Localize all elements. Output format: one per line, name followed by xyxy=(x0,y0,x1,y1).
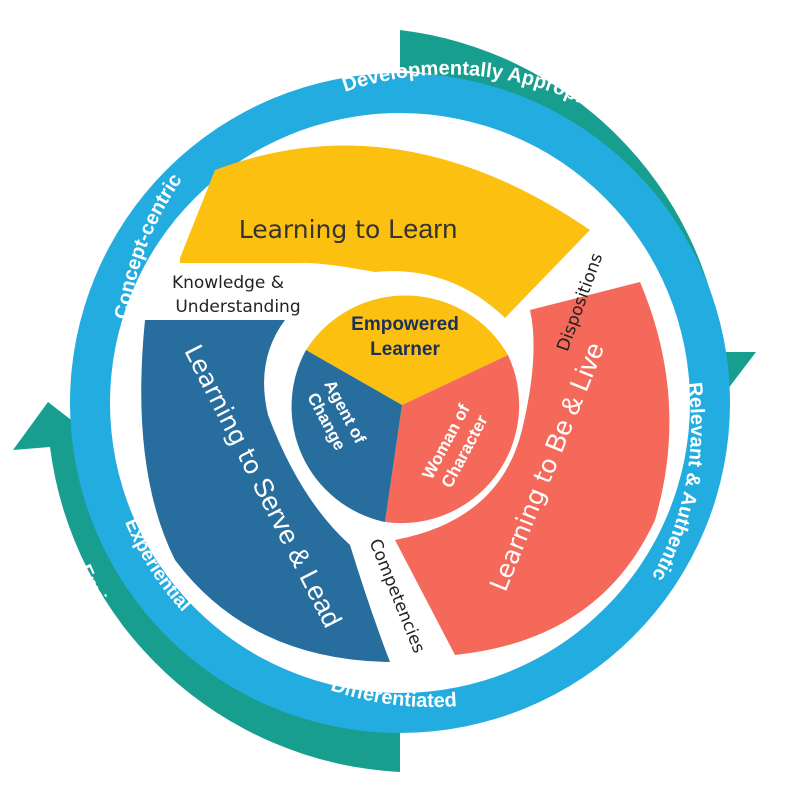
empowered-line2: Learner xyxy=(370,339,440,360)
knowledge-label-line2: Understanding xyxy=(175,297,300,317)
center-empowered xyxy=(306,295,508,405)
center-pie xyxy=(291,295,520,524)
environment-arrow xyxy=(13,402,400,772)
knowledge-label-line1: Knowledge & xyxy=(172,273,284,293)
empowered-line1: Empowered xyxy=(351,314,459,335)
segment-be-live xyxy=(395,282,670,655)
center-agent xyxy=(291,350,402,522)
segment-learn-title: Learning to Learn xyxy=(239,214,458,244)
segment-learn xyxy=(180,145,590,318)
segment-serve-lead xyxy=(141,320,390,662)
center-woman xyxy=(385,355,520,524)
